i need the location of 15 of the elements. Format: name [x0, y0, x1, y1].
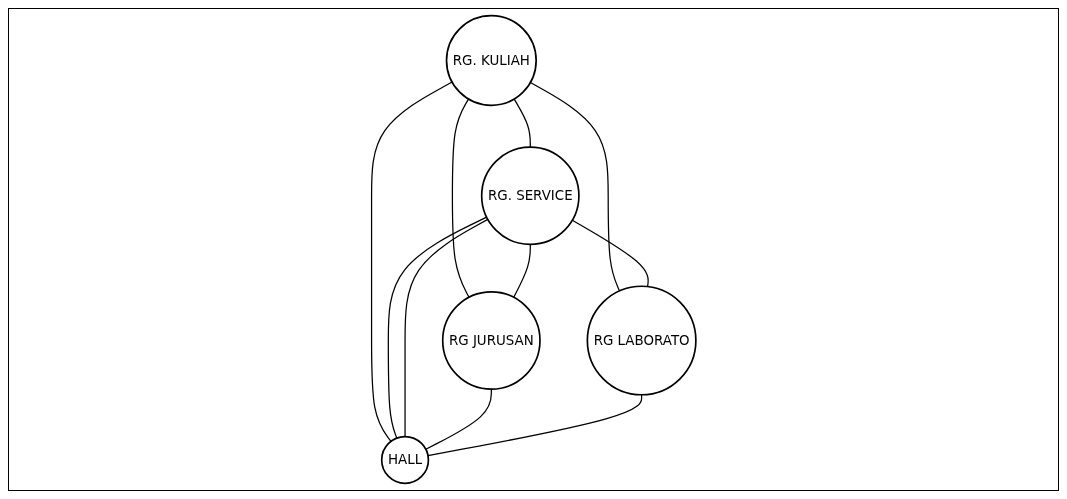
connector	[512, 243, 531, 298]
connector	[427, 394, 642, 457]
node-circle: RG JURUSAN	[441, 291, 541, 390]
node-circle: RG. SERVICE	[480, 146, 580, 246]
connector	[387, 216, 488, 439]
node-circle: RG LABORATO	[586, 285, 697, 396]
connector	[529, 81, 620, 292]
connector	[404, 218, 489, 438]
connector	[451, 98, 470, 298]
connector	[370, 81, 453, 442]
node-circle: RG. KULIAH	[445, 14, 537, 107]
connector	[513, 98, 531, 148]
connector	[571, 219, 649, 288]
connector	[424, 388, 492, 450]
node-circle: HALL	[380, 435, 429, 485]
